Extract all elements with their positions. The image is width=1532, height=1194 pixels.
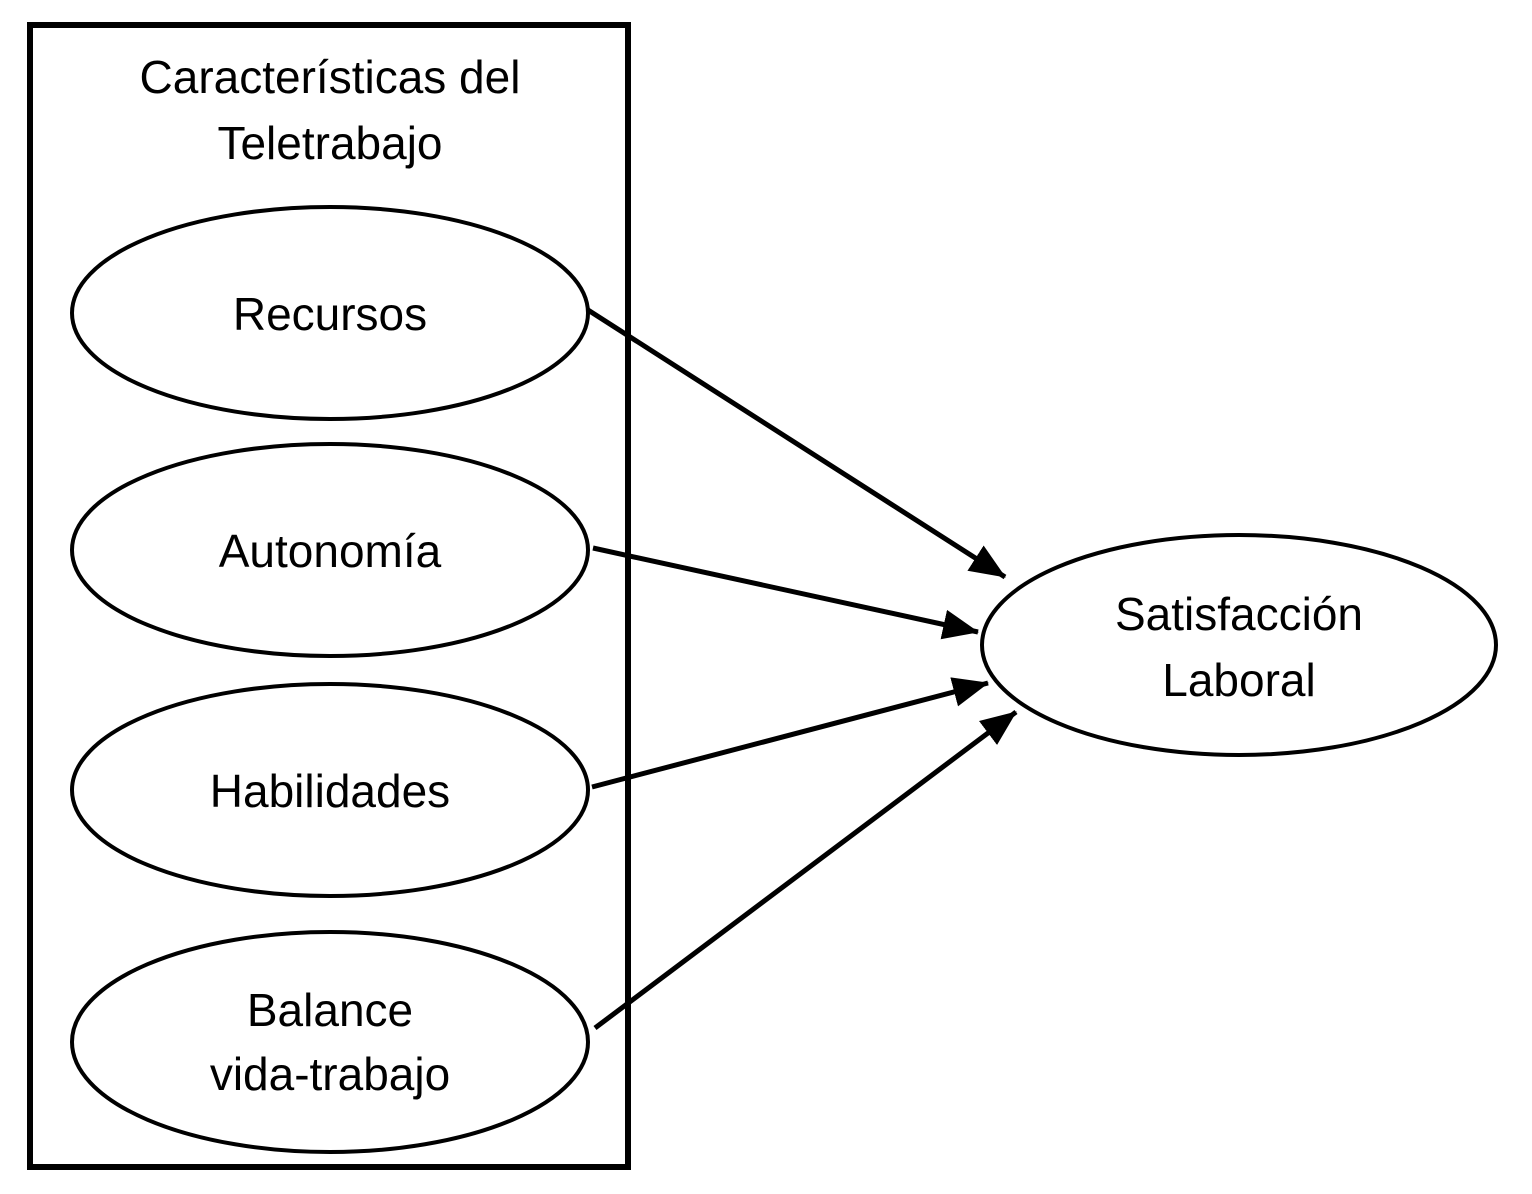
node-satisfaccion-ellipse (980, 533, 1498, 757)
node-autonomia-ellipse (70, 442, 590, 658)
edge-habilidades-satisfaccion (591, 677, 989, 790)
node-balance-label-line-1: Balance (247, 984, 413, 1036)
group-box-title-line-2: Teletrabajo (217, 117, 442, 169)
node-balance-label-line-2: vida-trabajo (210, 1048, 450, 1100)
node-satisfaccion-label-line-1: Satisfacción (1115, 588, 1363, 640)
node-satisfaccion-label-line-2: Laboral (1162, 654, 1315, 706)
node-recursos-ellipse (70, 205, 590, 421)
node-balance-ellipse (70, 930, 590, 1154)
node-recursos-label: Recursos (233, 288, 427, 340)
edge-autonomia-satisfaccion (592, 545, 979, 640)
edge-balance-satisfaccion (593, 710, 1018, 1030)
node-habilidades-ellipse (70, 682, 590, 898)
edge-recursos-satisfaccion (586, 307, 1007, 580)
group-box-title-line-1: Características del (140, 51, 521, 103)
node-habilidades-label: Habilidades (210, 765, 450, 817)
node-autonomia-label: Autonomía (219, 525, 442, 577)
